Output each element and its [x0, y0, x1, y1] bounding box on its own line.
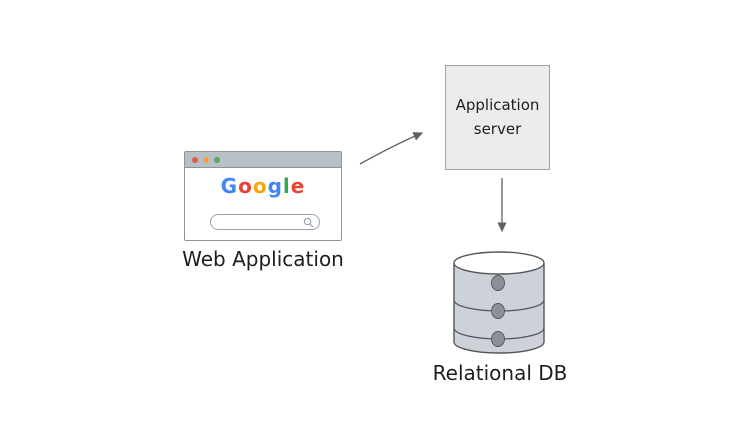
cylinder-body	[454, 263, 544, 353]
browser-label: Web Application	[182, 247, 344, 271]
app-server-label-line2: server	[473, 119, 522, 138]
search-bar	[210, 214, 320, 230]
logo-letter: e	[290, 174, 306, 198]
cylinder-top	[453, 251, 545, 275]
logo-letter: o	[252, 174, 268, 198]
cylinder-dot	[491, 275, 505, 291]
browser-window: Google	[184, 151, 342, 241]
cylinder-dot	[491, 303, 505, 319]
logo-letter: g	[267, 174, 283, 198]
cylinder-dot	[491, 331, 505, 347]
database-label: Relational DB	[432, 361, 568, 385]
database-cylinder	[453, 251, 545, 354]
logo-letter: G	[220, 174, 239, 198]
browser-content: Google	[185, 176, 341, 248]
app-server-node: Application server	[445, 65, 550, 170]
window-minimize-dot	[203, 156, 209, 163]
arrow-web-to-server	[359, 132, 424, 165]
magnifier-icon	[303, 217, 314, 228]
cylinder-divider	[453, 299, 545, 312]
window-maximize-dot	[214, 156, 220, 163]
google-logo: Google	[185, 176, 341, 196]
app-server-label-line1: Application	[455, 96, 540, 115]
cylinder-outline	[453, 263, 545, 354]
cylinder-divider	[453, 327, 545, 340]
logo-letter: o	[238, 174, 253, 198]
window-close-dot	[192, 156, 198, 163]
logo-letter: l	[282, 174, 291, 198]
browser-titlebar	[185, 152, 341, 168]
